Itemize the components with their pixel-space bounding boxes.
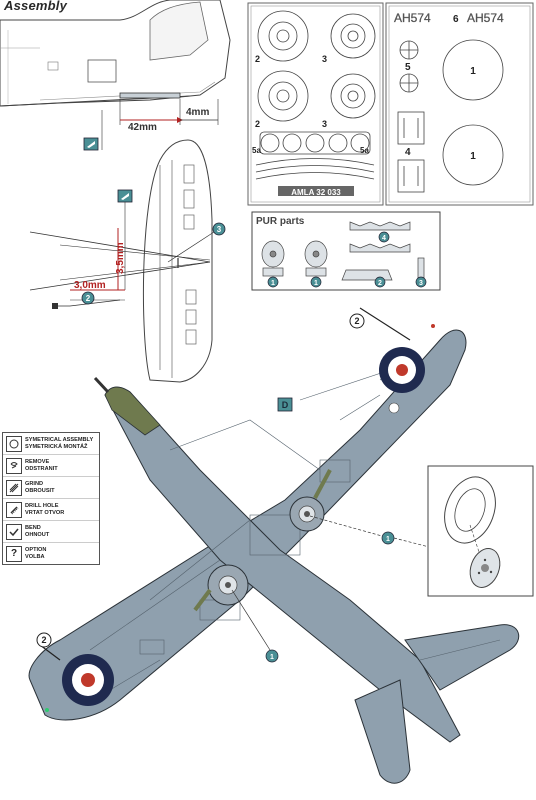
pur-label-1b: 1 xyxy=(314,280,318,287)
remove-icon xyxy=(6,457,22,474)
mask-label-2b: 2 xyxy=(255,119,260,129)
pur-label-3: 3 xyxy=(419,280,423,287)
legend-line1: DRILL HOLE xyxy=(25,503,59,510)
legend-line1: SYMETRICAL ASSEMBLY xyxy=(25,437,94,444)
legend-line2: OBROUSIT xyxy=(25,487,55,494)
pur-label-2: 2 xyxy=(378,280,382,287)
decal-sheet: AH574 6 AH574 5 4 1 1 xyxy=(385,2,534,206)
decal-label-5: 5 xyxy=(405,62,411,73)
serial-number-6: 6 xyxy=(453,14,459,25)
legend-line1: BEND xyxy=(25,525,41,532)
serial-right: AH574 xyxy=(467,11,504,25)
wheel-insert-detail xyxy=(427,465,534,597)
legend-line2: SYMETRICKÁ MONTÁŽ xyxy=(25,443,88,450)
mask-sheet: 2 3 2 3 5a 5a AMLA 32 033 xyxy=(247,2,384,206)
mask-label-5a-left: 5a xyxy=(252,146,261,155)
mask-label-3b: 3 xyxy=(322,119,327,129)
callout-2-wing: 2 xyxy=(86,294,91,303)
aircraft-underside xyxy=(28,307,520,784)
mask-label-3a: 3 xyxy=(322,54,327,64)
wing-planform: 3,5mm 3,0mm 3 2 xyxy=(29,139,226,383)
legend-line2: OHNOUT xyxy=(25,531,50,538)
bend-icon xyxy=(6,523,22,540)
fuselage-detail: 42mm 4mm xyxy=(0,0,231,151)
roundel-right-wing xyxy=(379,347,425,393)
mask-label-5a-right: 5a xyxy=(360,146,369,155)
aircraft-callouts: 2 2 1 1 D xyxy=(36,313,481,663)
callout-3: 3 xyxy=(217,225,222,234)
callout-1-right: 1 xyxy=(386,536,390,543)
dimension-3-0mm: 3,0mm xyxy=(74,280,106,291)
callout-2-top: 2 xyxy=(354,316,359,326)
pur-label-1a: 1 xyxy=(271,280,275,287)
legend-line2: VOLBA xyxy=(25,553,45,560)
mask-label-2a: 2 xyxy=(255,54,260,64)
decal-roundel-1a: 1 xyxy=(470,66,476,77)
option-icon: ? xyxy=(6,545,22,562)
mask-sheet-code: AMLA 32 033 xyxy=(291,188,341,197)
wheel-left xyxy=(193,564,249,612)
roundel-left-wing xyxy=(62,654,114,706)
grind-icon xyxy=(6,479,22,496)
page-title: Assembly xyxy=(4,0,68,13)
legend-line2: VRTAT OTVOR xyxy=(25,509,65,516)
drill-icon xyxy=(6,501,22,518)
pur-parts-box: 1 1 2 3 4 xyxy=(251,211,441,291)
decal-roundel-1b: 1 xyxy=(470,151,476,162)
callout-d: D xyxy=(282,400,289,410)
symmetric-icon xyxy=(6,435,22,452)
dimension-42mm: 42mm xyxy=(128,122,157,133)
serial-left: AH574 xyxy=(394,11,431,25)
legend-line2: ODSTRANIT xyxy=(25,465,58,472)
legend-line1: REMOVE xyxy=(25,459,50,466)
pur-label-4: 4 xyxy=(382,235,386,242)
decal-label-4: 4 xyxy=(405,147,411,158)
pur-parts-title: PUR parts xyxy=(256,216,305,227)
dimension-3-5mm: 3,5mm xyxy=(115,242,126,274)
callout-1-bottom: 1 xyxy=(270,654,274,661)
callout-2-left: 2 xyxy=(41,635,46,645)
wheel-right xyxy=(289,469,332,532)
dimension-4mm: 4mm xyxy=(186,107,209,118)
legend-line1: GRIND xyxy=(25,481,44,488)
legend-line1: OPTION xyxy=(25,547,47,554)
